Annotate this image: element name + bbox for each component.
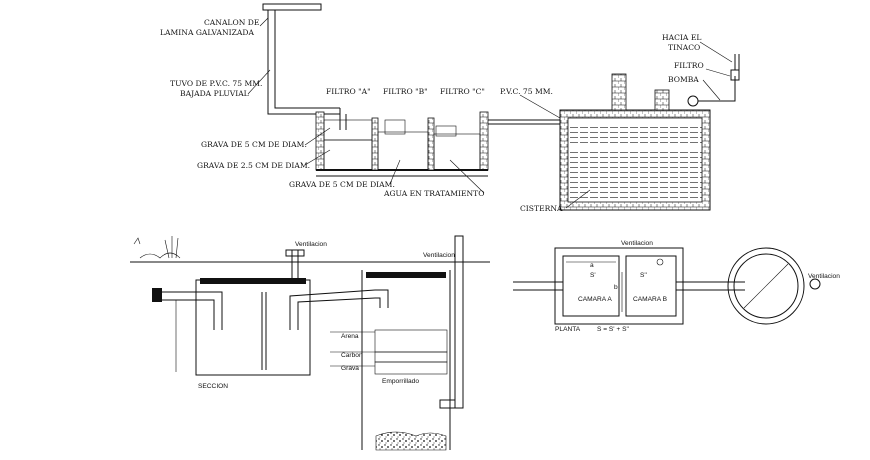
label-ventilacion-2: Ventilacion [423,252,455,259]
label-grava-25: GRAVA DE 2.5 CM DE DIAM. [197,161,310,170]
label-filtro: FILTRO [674,61,704,70]
septic-section [152,249,376,376]
label-carbon: Carbon [341,352,363,359]
gutter [262,3,322,100]
label-hacia-1: HACIA EL [662,33,701,42]
filter-column [330,235,464,451]
label-camara-a: CAMARA A [578,296,612,303]
label-grava: Grava [341,365,359,372]
label-ventilacion-4: Ventilacion [808,273,840,280]
label-filtro-b: FILTRO "B" [383,87,428,96]
label-tubo-2: BAJADA PLUVIAL [180,89,249,98]
bottom-left-labels: Ventilacion Ventilacion SECCION Arena Ca… [198,241,455,390]
label-s1: S' [590,272,596,279]
cistern [559,73,711,211]
plan-labels: Ventilacion Ventilacion CAMARA A CAMARA … [555,240,840,333]
label-pvc: P.V.C. 75 MM. [500,87,553,96]
plan-view [513,247,821,325]
label-b: b [614,284,618,291]
label-filtro-c: FILTRO "C" [440,87,485,96]
label-cisterna: CISTERNA [520,204,563,213]
label-a: a [590,262,594,269]
label-canalon-2: LAMINA GALVANIZADA [160,28,254,37]
leader-lines [247,17,733,209]
label-arena: Arena [341,333,359,340]
pvc-pipe [488,119,565,125]
label-agua: AGUA EN TRATAMIENTO [383,189,484,198]
ground-line [130,236,490,263]
label-s2: S'' [640,272,647,279]
label-canalon-1: CANALON DE [204,18,259,27]
label-seccion: SECCION [198,383,228,390]
label-bomba: BOMBA [668,75,699,84]
downpipe [267,100,347,130]
label-grava-5b: GRAVA DE 5 CM DE DIAM. [289,180,395,189]
label-planta: PLANTA [555,326,581,333]
label-empedrado: Emporrillado [382,378,419,385]
label-filtro-a: FILTRO "A" [326,87,371,96]
label-tubo-1: TUVO DE P.V.C. 75 MM. [170,79,262,88]
label-hacia-2: TINACO [668,43,700,52]
label-ventilacion-1: Ventilacion [295,241,327,248]
filter-tanks [315,111,489,177]
pump-assembly [687,54,740,107]
top-labels: CANALON DE LAMINA GALVANIZADA TUVO DE P.… [160,18,704,213]
label-ventilacion-3: Ventilacion [621,240,653,247]
label-camara-b: CAMARA B [633,296,668,303]
label-formula: S = S' + S'' [597,326,629,333]
label-grava-5: GRAVA DE 5 CM DE DIAM. [201,140,307,149]
